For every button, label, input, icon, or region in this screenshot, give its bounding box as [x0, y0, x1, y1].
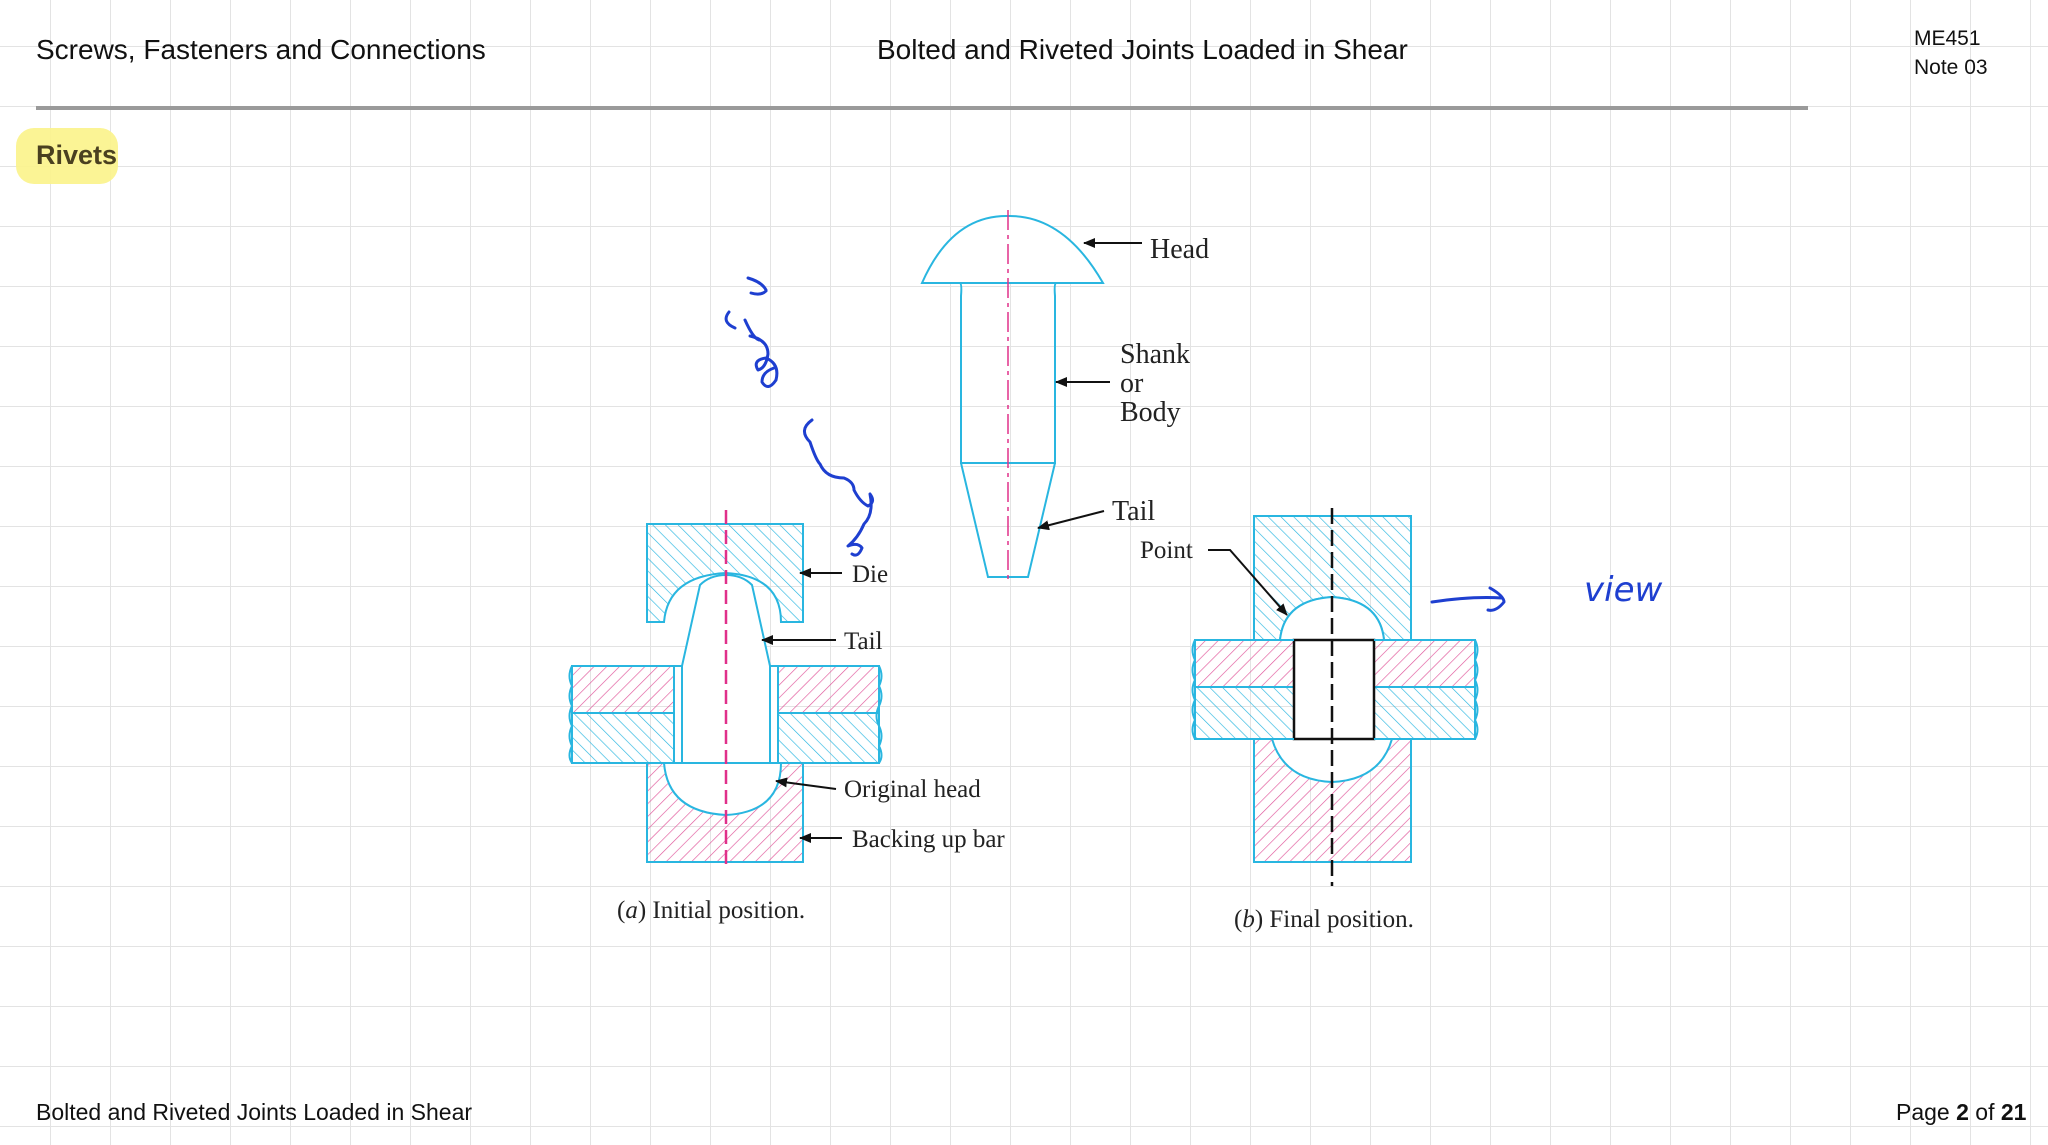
course-code: ME451	[1914, 27, 1981, 50]
label-body: Body	[1120, 397, 1181, 428]
label-point: Point	[1140, 537, 1193, 564]
page-indicator: Page 2 of 21	[1896, 1099, 2026, 1126]
label-head: Head	[1150, 234, 1209, 265]
course-info: ME451 Note 03	[1914, 24, 1988, 82]
ink-scribble-arrow-line	[803, 418, 875, 557]
figure-a-initial	[568, 510, 883, 866]
ink-scribble-clips	[724, 310, 779, 388]
caption-b: (b) Final position.	[1234, 906, 1414, 933]
header-center-title: Bolted and Riveted Joints Loaded in Shea…	[877, 34, 1408, 65]
header-left-title: Screws, Fasteners and Connections	[36, 34, 486, 65]
label-die: Die	[852, 561, 888, 588]
tail-arrow	[1037, 510, 1105, 531]
label-or: or	[1120, 368, 1144, 399]
rivet-top-view	[920, 210, 1105, 582]
page-total: 21	[2000, 1099, 2027, 1125]
label-tail-top: Tail	[1112, 496, 1155, 527]
ink-word-view: view	[1584, 570, 1662, 610]
label-shank: Shank	[1120, 339, 1190, 370]
label-backing-bar: Backing up bar	[852, 826, 1005, 853]
point-arrow	[1208, 549, 1288, 616]
ink-scribble-to	[746, 276, 768, 296]
figure-b-final	[1191, 508, 1479, 886]
section-heading: Rivets	[36, 140, 118, 170]
label-original-head: Original head	[844, 776, 981, 803]
page-prefix: Page	[1896, 1099, 1957, 1125]
footer-left: Bolted and Riveted Joints Loaded in Shea…	[36, 1099, 473, 1125]
caption-a: (a) Initial position.	[617, 897, 805, 924]
page-of: of	[1968, 1099, 2001, 1125]
note-number: Note 03	[1914, 56, 1988, 79]
original-head-arrow	[775, 777, 837, 790]
handwritten-annotations	[724, 276, 1506, 612]
ink-arrow	[1430, 586, 1506, 612]
page-current: 2	[1956, 1099, 1969, 1125]
highlighter-mark	[16, 128, 118, 184]
label-tail-a: Tail	[844, 628, 883, 655]
header-divider	[36, 106, 1808, 110]
